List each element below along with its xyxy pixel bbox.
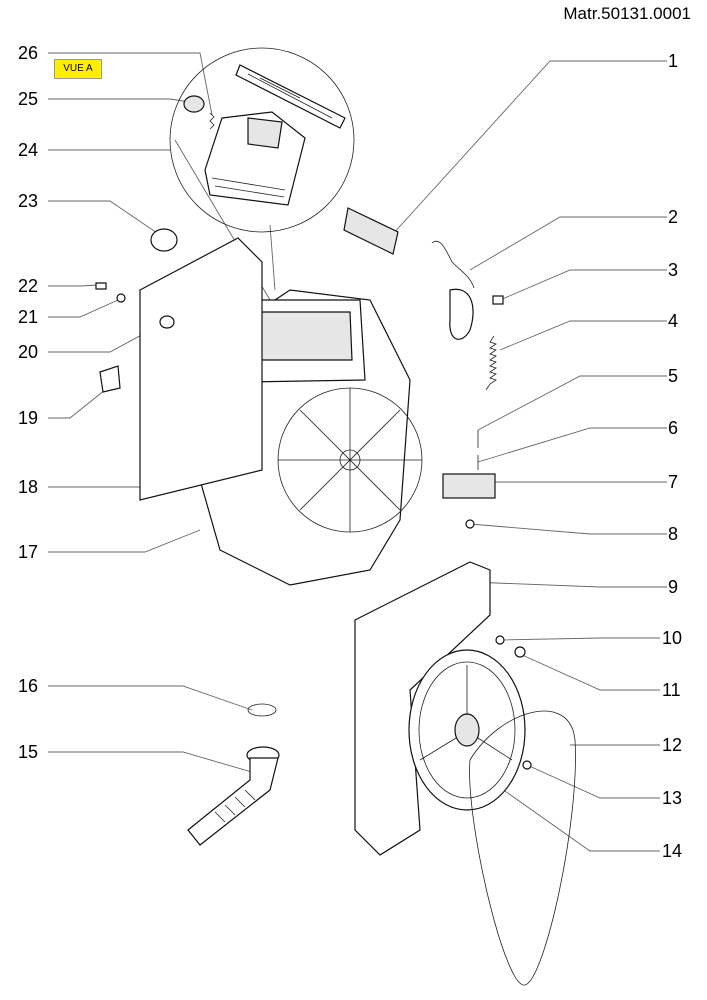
leader-10 xyxy=(499,637,660,641)
part-21 xyxy=(116,293,126,303)
part-10 xyxy=(495,635,505,645)
callout-4: 4 xyxy=(668,311,679,331)
part-1 xyxy=(343,207,399,255)
leader-17 xyxy=(48,529,201,553)
part-14 xyxy=(408,649,526,811)
callout-15: 15 xyxy=(18,742,39,762)
callout-22: 22 xyxy=(18,276,39,296)
part-8 xyxy=(465,519,475,529)
callout-25: 25 xyxy=(18,89,39,109)
part-3 xyxy=(492,295,504,305)
leader-16 xyxy=(48,685,253,711)
callout-11: 11 xyxy=(662,680,681,700)
part-7 xyxy=(442,473,496,499)
leader-13 xyxy=(526,764,660,799)
reference-number: Matr.50131.0001 xyxy=(563,4,691,23)
leader-lines xyxy=(48,52,667,852)
leader-view-a xyxy=(269,224,276,291)
part-2 xyxy=(431,240,475,340)
callout-10: 10 xyxy=(662,628,683,648)
leader-14 xyxy=(494,783,660,852)
callout-12: 12 xyxy=(662,735,683,755)
leader-23 xyxy=(48,200,161,236)
part-18 xyxy=(139,237,263,501)
part-20 xyxy=(159,315,175,329)
part-19 xyxy=(99,365,121,393)
view-a-detail xyxy=(169,47,355,233)
callout-19: 19 xyxy=(18,408,39,428)
callout-9: 9 xyxy=(668,577,679,597)
part-26 xyxy=(209,112,215,130)
part-16 xyxy=(247,703,277,717)
part-22 xyxy=(95,282,107,290)
leader-11 xyxy=(519,653,660,691)
leader-4 xyxy=(499,320,667,351)
callout-3: 3 xyxy=(668,260,679,280)
leader-2 xyxy=(469,216,667,271)
callout-21: 21 xyxy=(18,307,39,327)
callout-18: 18 xyxy=(18,477,39,497)
callout-17: 17 xyxy=(18,542,39,562)
lid-window xyxy=(247,117,283,149)
callout-2: 2 xyxy=(668,207,679,227)
callout-16: 16 xyxy=(18,676,39,696)
callout-24: 24 xyxy=(18,140,39,160)
part-12 xyxy=(469,710,576,986)
part-25 xyxy=(183,95,205,113)
leader-15 xyxy=(48,751,256,774)
callout-23: 23 xyxy=(18,191,39,211)
callout-26: 26 xyxy=(18,43,39,63)
callout-14: 14 xyxy=(662,841,683,861)
leader-8 xyxy=(469,523,667,535)
view-a-label: VUE A xyxy=(54,59,102,79)
leader-26 xyxy=(48,52,213,116)
leader-25 xyxy=(48,98,191,103)
leader-22 xyxy=(48,284,101,287)
part-11 xyxy=(514,646,526,658)
leader-1 xyxy=(391,60,667,236)
callout-13: 13 xyxy=(662,788,683,808)
callout-1: 1 xyxy=(668,51,679,71)
callout-20: 20 xyxy=(18,342,39,362)
leader-9 xyxy=(469,581,667,588)
leader-3 xyxy=(499,269,667,301)
callout-5: 5 xyxy=(668,366,679,386)
part-15 xyxy=(187,746,280,846)
callout-7: 7 xyxy=(668,472,679,492)
callout-8: 8 xyxy=(668,524,679,544)
leader-6 xyxy=(477,427,667,463)
part-4 xyxy=(485,335,497,391)
leader-5 xyxy=(477,375,667,431)
part-23 xyxy=(150,228,178,252)
callout-6: 6 xyxy=(668,418,679,438)
leader-21 xyxy=(48,299,119,318)
part-9 xyxy=(354,561,491,856)
part-13 xyxy=(522,760,532,770)
leader-19 xyxy=(48,389,106,419)
